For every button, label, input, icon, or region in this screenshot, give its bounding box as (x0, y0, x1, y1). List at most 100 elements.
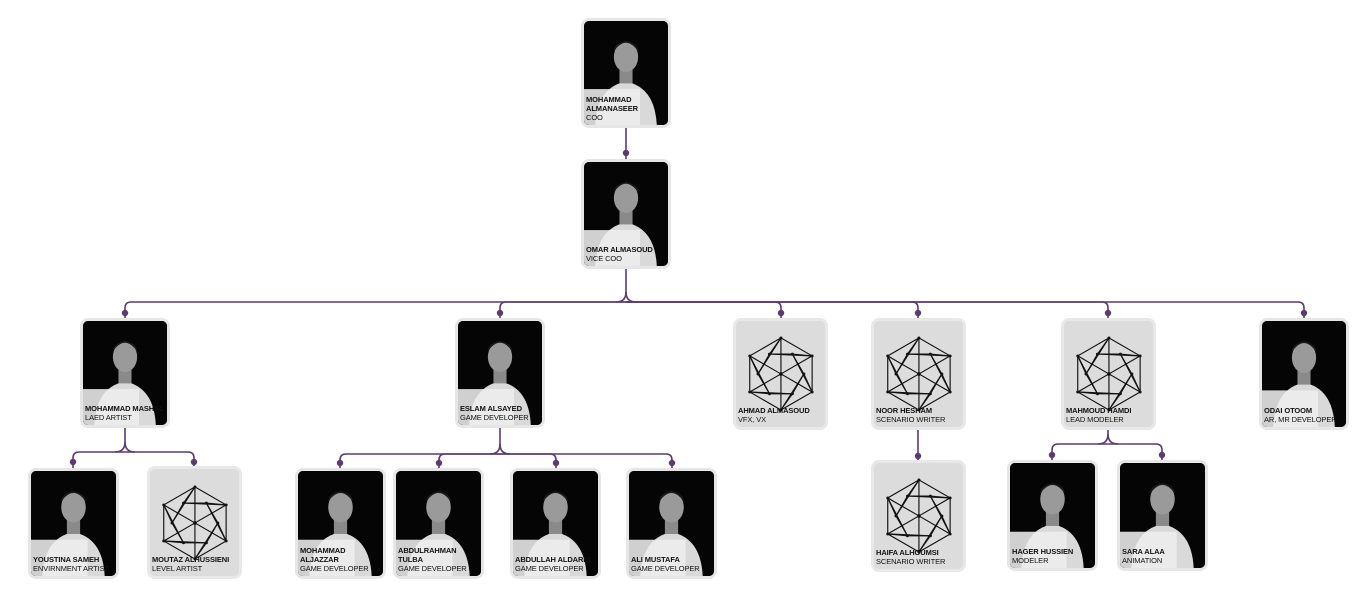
person-photo-icon (458, 321, 542, 425)
connector-line (499, 301, 626, 318)
connector-dot (190, 458, 198, 466)
connector-dot (1048, 451, 1056, 459)
node-name: ABDULLAH ALDARBI (515, 555, 591, 564)
node-role: GAME DEVELOPER (460, 413, 529, 422)
connector-line (489, 428, 501, 455)
connector-line (626, 301, 1109, 318)
person-photo-icon (513, 471, 598, 576)
node-name: MAHMOUD HAMDI (1066, 406, 1132, 415)
connector-dot (1300, 309, 1308, 317)
node-name: AHMAD ALMASOUD (738, 406, 810, 415)
hexagonal-network-logo-icon (736, 321, 825, 427)
node-name: ABDULRAHMAN TULBA (398, 546, 457, 564)
connector-dot (914, 309, 922, 317)
connector-dot (1158, 451, 1166, 459)
connector-dot (668, 459, 676, 467)
connector-dot (69, 458, 77, 466)
connector-dot (1104, 309, 1112, 317)
node-name: SARA ALAA (1122, 547, 1165, 556)
connector-dot (336, 459, 344, 467)
node-role: AR, MR DEVELOPER (1264, 415, 1337, 424)
node-name: ALI MUSTAFA (631, 555, 680, 564)
connector-dot (914, 452, 922, 460)
node-name: NOOR HESHAM (876, 406, 932, 415)
node-name: MOHAMMAD MASHAL (85, 404, 164, 413)
node-name: YOUSTINA SAMEH (33, 555, 100, 564)
person-photo-icon (396, 471, 481, 576)
person-photo-icon (1120, 463, 1205, 568)
person-photo-icon (1010, 463, 1095, 568)
person-photo-icon (83, 321, 167, 425)
node-role: GAME DEVELOPER (398, 564, 467, 573)
connector-dot (552, 459, 560, 467)
node-name: HAGER HUSSIEN (1012, 547, 1074, 556)
node-name: MOUTAZ ALHUSSIENI (152, 555, 230, 564)
node-name: ESLAM ALSAYED (460, 404, 522, 413)
node-name: OMAR ALMASOUD (586, 245, 653, 254)
connector-line (1097, 430, 1109, 445)
node-role: LEAD MODELER (1066, 415, 1124, 424)
node-role: GAME DEVELOPER (300, 564, 369, 573)
connector-line (1051, 443, 1108, 460)
node-name: MOHAMMAD ALJAZZAR (300, 546, 346, 564)
node-name: MOHAMMAD ALMANASEER (586, 95, 638, 113)
connector-line (500, 453, 673, 468)
connector-line (1107, 433, 1119, 445)
node-role: VFX, VX (738, 415, 767, 424)
person-photo-icon (1262, 321, 1346, 427)
connector-line (124, 441, 136, 453)
connector-dot (496, 309, 504, 317)
hexagonal-network-logo-icon (150, 469, 239, 576)
node-role: LAED ARTIST (85, 413, 132, 422)
hexagonal-network-logo-icon (874, 463, 963, 569)
node-name: HAIFA ALHOUMSI (876, 548, 939, 557)
person-photo-icon (31, 471, 116, 576)
person-photo-icon (298, 471, 383, 576)
connector-dot (435, 459, 443, 467)
hexagonal-network-logo-icon (1064, 321, 1153, 427)
connector-line (615, 291, 627, 303)
connector-line (625, 269, 637, 303)
connector-line (72, 451, 125, 468)
connector-line (124, 301, 626, 318)
person-photo-icon (584, 21, 668, 125)
connector-dot (622, 149, 630, 157)
connector-line (1108, 443, 1163, 460)
connector-dot (121, 309, 129, 317)
node-role: VICE COO (586, 254, 622, 263)
connector-line (626, 301, 919, 318)
connector-line (339, 453, 500, 468)
hexagonal-network-logo-icon (874, 321, 963, 427)
connector-dot (777, 309, 785, 317)
node-role: SCENARIO WRITER (876, 557, 946, 566)
node-role: ANIMATION (1122, 556, 1163, 565)
connector-line (438, 453, 500, 468)
node-name: ODAI OTOOM (1264, 406, 1313, 415)
person-photo-icon (584, 162, 668, 266)
node-role: MODELER (1012, 556, 1049, 565)
node-role: COO (586, 113, 603, 122)
node-role: ENVIRNMENT ARTIST (33, 564, 109, 573)
node-role: LEVEL ARTIST (152, 564, 203, 573)
node-role: GAME DEVELOPER (515, 564, 584, 573)
connector-line (114, 428, 126, 453)
connector-line (499, 443, 511, 455)
connector-line (626, 301, 1305, 318)
